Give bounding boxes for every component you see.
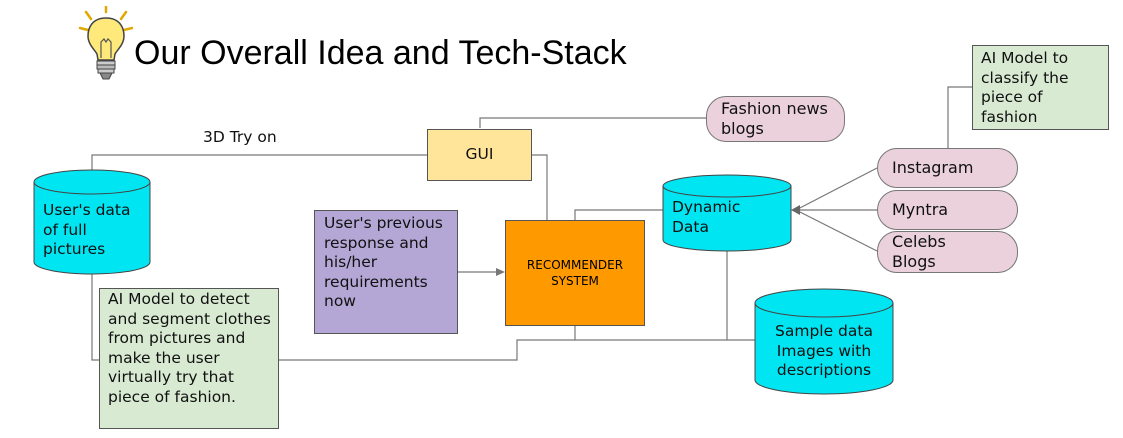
sample-data-label: Sample data Images with descriptions	[775, 322, 873, 379]
dynamic-data-label: Dynamic Data	[672, 198, 741, 236]
user-data-label: User's data of full pictures	[43, 201, 131, 258]
ai-segment-model-node: AI Model to detect and segment clothes f…	[99, 288, 279, 429]
edge-instagram-dynamic	[795, 167, 878, 211]
gui-label: GUI	[465, 145, 494, 164]
recommender-label-line1: RECOMMENDER	[526, 258, 624, 272]
edge-gui-blogs	[479, 117, 706, 128]
arrowhead-dynamic	[791, 205, 800, 215]
arrowhead-recommender	[496, 268, 505, 276]
user-response-label: User's previous response and his/her req…	[324, 214, 443, 310]
user-response-node: User's previous response and his/her req…	[314, 210, 458, 334]
cylinder-dynamic-data	[662, 174, 792, 252]
celebs-blogs-label: Celebs Blogs	[892, 232, 946, 271]
edge-userdata-bottom	[91, 265, 575, 361]
ai-classify-model-node: AI Model to classify the piece of fashio…	[972, 45, 1109, 130]
gui-node: GUI	[427, 129, 532, 181]
instagram-node: Instagram	[877, 148, 1018, 188]
edge-celebs-dynamic	[795, 209, 878, 252]
instagram-label: Instagram	[892, 158, 974, 177]
cylinder-user-data	[33, 169, 151, 275]
edge-gui-recommender	[532, 154, 548, 220]
lightbulb-icon	[76, 4, 136, 88]
fashion-news-blogs-label: Fashion news blogs	[721, 99, 828, 138]
edge-recommender-dynamic	[574, 209, 663, 220]
page-title: Our Overall Idea and Tech-Stack	[134, 34, 627, 72]
ai-classify-label: AI Model to classify the piece of fashio…	[981, 49, 1069, 126]
cylinder-sample-data	[754, 288, 894, 395]
recommender-system-node: RECOMMENDER SYSTEM	[505, 220, 645, 326]
ai-segment-label: AI Model to detect and segment clothes f…	[108, 290, 271, 406]
edge-label-3d-try-on: 3D Try on	[203, 128, 277, 146]
edge-classify-instagram	[947, 86, 972, 167]
recommender-label-line2: SYSTEM	[551, 274, 599, 288]
myntra-label: Myntra	[892, 200, 949, 219]
celebs-blogs-node: Celebs Blogs	[877, 231, 1018, 273]
edge-recommender-sample	[574, 326, 755, 341]
fashion-news-blogs-node: Fashion news blogs	[706, 96, 845, 142]
myntra-node: Myntra	[877, 190, 1018, 230]
